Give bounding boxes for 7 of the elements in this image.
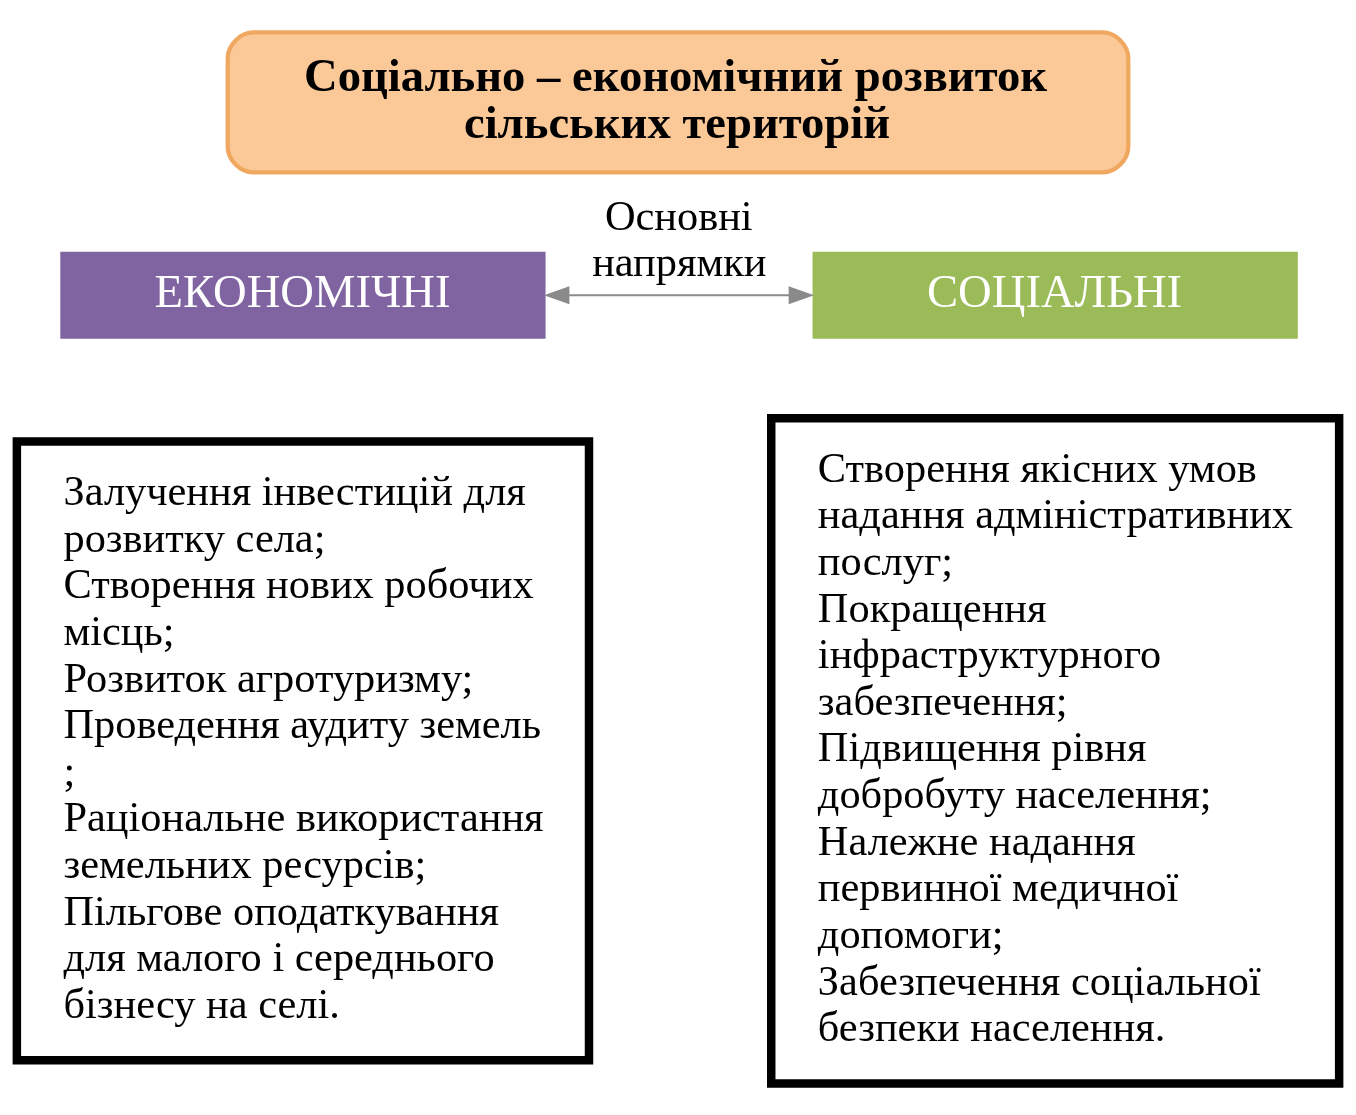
node-box: Соціально – економічний розвиток сільських територій [225,29,1131,174]
node-box: ЕКОНОМІЧНІ [58,249,548,341]
node-box: СОЦІАЛЬНІ [810,249,1300,341]
arrow [543,285,815,304]
node-box: Залучення інвестицій для розвитку села; Створення нових робочих місць; Розвиток агротуризму; Проведення аудиту земель ; Раціональне використання земельних ресурсів; Пільгове оподаткування для малого і середнього бізнесу на селі. [12,436,594,1064]
node-box: Створення якісних умов надання адміністративних послуг; Покращення інфраструктурного забезпечення; Підвищення рівня добробуту населення; Належне надання первинної медичної допомоги; Забезпечення соціальної безпеки населення. [767,413,1344,1088]
edge-label: Основні напрямки [592,191,767,285]
